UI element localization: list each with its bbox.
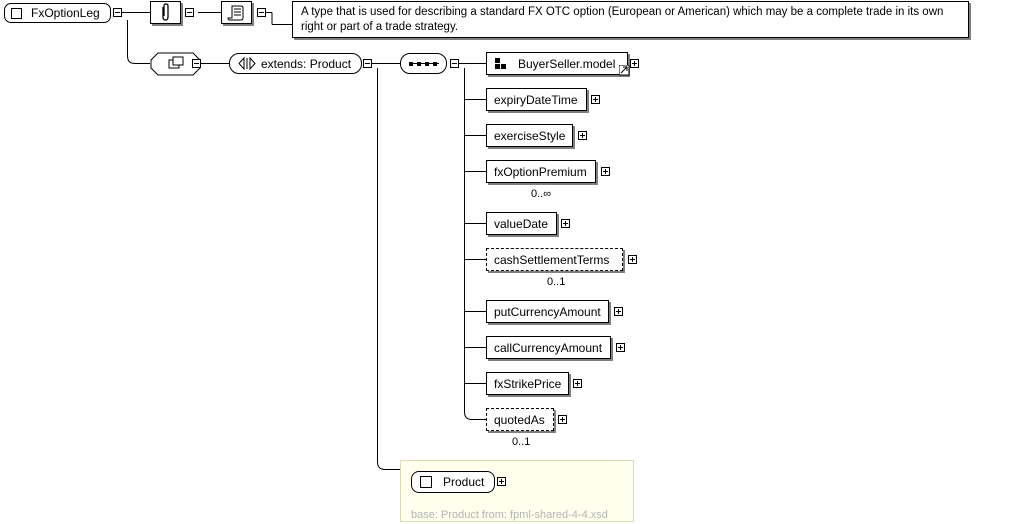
type-icon — [420, 476, 432, 488]
documentation-collapse-toggle[interactable] — [257, 8, 266, 17]
cardinality-label: 0..1 — [512, 436, 531, 448]
cardinality-label: 0..∞ — [531, 188, 552, 200]
documentation-text-box: A type that is used for describing a sta… — [292, 1, 969, 38]
root-collapse-toggle[interactable] — [113, 8, 122, 17]
annotation-node[interactable] — [150, 1, 181, 24]
cardinality-label: 0..1 — [547, 276, 566, 288]
element-label: putCurrencyAmount — [494, 305, 601, 319]
complex-content-icon — [168, 56, 184, 69]
expand-toggle[interactable] — [616, 343, 625, 352]
expand-toggle[interactable] — [573, 379, 582, 388]
element-label: expiryDateTime — [494, 93, 578, 107]
sequence-icon — [409, 62, 439, 66]
element-label: exerciseStyle — [494, 129, 566, 143]
element-label: quotedAs — [494, 413, 545, 427]
expand-toggle[interactable] — [558, 415, 567, 424]
complex-content-collapse-toggle[interactable] — [192, 59, 201, 68]
element-label: fxOptionPremium — [494, 165, 587, 179]
root-type-node[interactable]: FxOptionLeg — [4, 3, 111, 23]
reference-arrow-icon — [619, 65, 630, 76]
element-fx-option-premium[interactable]: fxOptionPremium — [486, 160, 596, 183]
expand-toggle[interactable] — [628, 255, 637, 264]
element-label: cashSettlementTerms — [494, 253, 610, 267]
element-value-date[interactable]: valueDate — [486, 212, 557, 235]
documentation-text: A type that is used for describing a sta… — [301, 6, 944, 33]
model-group-icon — [495, 58, 506, 69]
documentation-node[interactable] — [221, 1, 252, 24]
expand-toggle[interactable] — [561, 219, 570, 228]
model-group-label: BuyerSeller.model — [518, 57, 616, 71]
sequence-node[interactable] — [400, 53, 447, 74]
element-call-currency-amount[interactable]: callCurrencyAmount — [486, 336, 611, 359]
expand-toggle[interactable] — [614, 307, 623, 316]
extension-collapse-toggle[interactable] — [363, 59, 372, 68]
sequence-collapse-toggle[interactable] — [450, 59, 459, 68]
complex-content-node[interactable] — [150, 52, 202, 76]
base-type-node[interactable]: Product — [411, 471, 495, 493]
root-type-label: FxOptionLeg — [31, 6, 100, 20]
element-exercise-style[interactable]: exerciseStyle — [486, 124, 573, 147]
expand-toggle[interactable] — [601, 167, 610, 176]
element-label: valueDate — [494, 217, 549, 231]
expand-toggle[interactable] — [578, 131, 587, 140]
base-type-panel: Product base: Product from: fpml-shared-… — [400, 460, 634, 522]
element-label: fxStrikePrice — [494, 377, 562, 391]
scroll-icon — [227, 5, 244, 21]
extension-label: extends: Product — [261, 57, 352, 71]
base-type-expand-toggle[interactable] — [497, 477, 506, 486]
extension-arrows-icon — [238, 56, 256, 71]
model-group-expand-toggle[interactable] — [630, 59, 639, 68]
paperclip-icon — [162, 3, 169, 21]
base-type-source: base: Product from: fpml-shared-4-4.xsd — [411, 509, 608, 521]
element-cash-settlement-terms[interactable]: cashSettlementTerms — [486, 248, 623, 271]
type-icon — [11, 8, 22, 19]
buyer-seller-model-ref[interactable]: BuyerSeller.model — [486, 52, 630, 76]
element-label: callCurrencyAmount — [494, 341, 603, 355]
element-fx-strike-price[interactable]: fxStrikePrice — [486, 372, 569, 395]
element-quoted-as[interactable]: quotedAs — [486, 408, 554, 431]
element-put-currency-amount[interactable]: putCurrencyAmount — [486, 300, 609, 323]
annotation-collapse-toggle[interactable] — [185, 8, 194, 17]
base-type-label: Product — [443, 475, 485, 489]
element-expiry-date-time[interactable]: expiryDateTime — [486, 88, 587, 111]
extension-node[interactable]: extends: Product — [229, 53, 362, 74]
expand-toggle[interactable] — [591, 95, 600, 104]
